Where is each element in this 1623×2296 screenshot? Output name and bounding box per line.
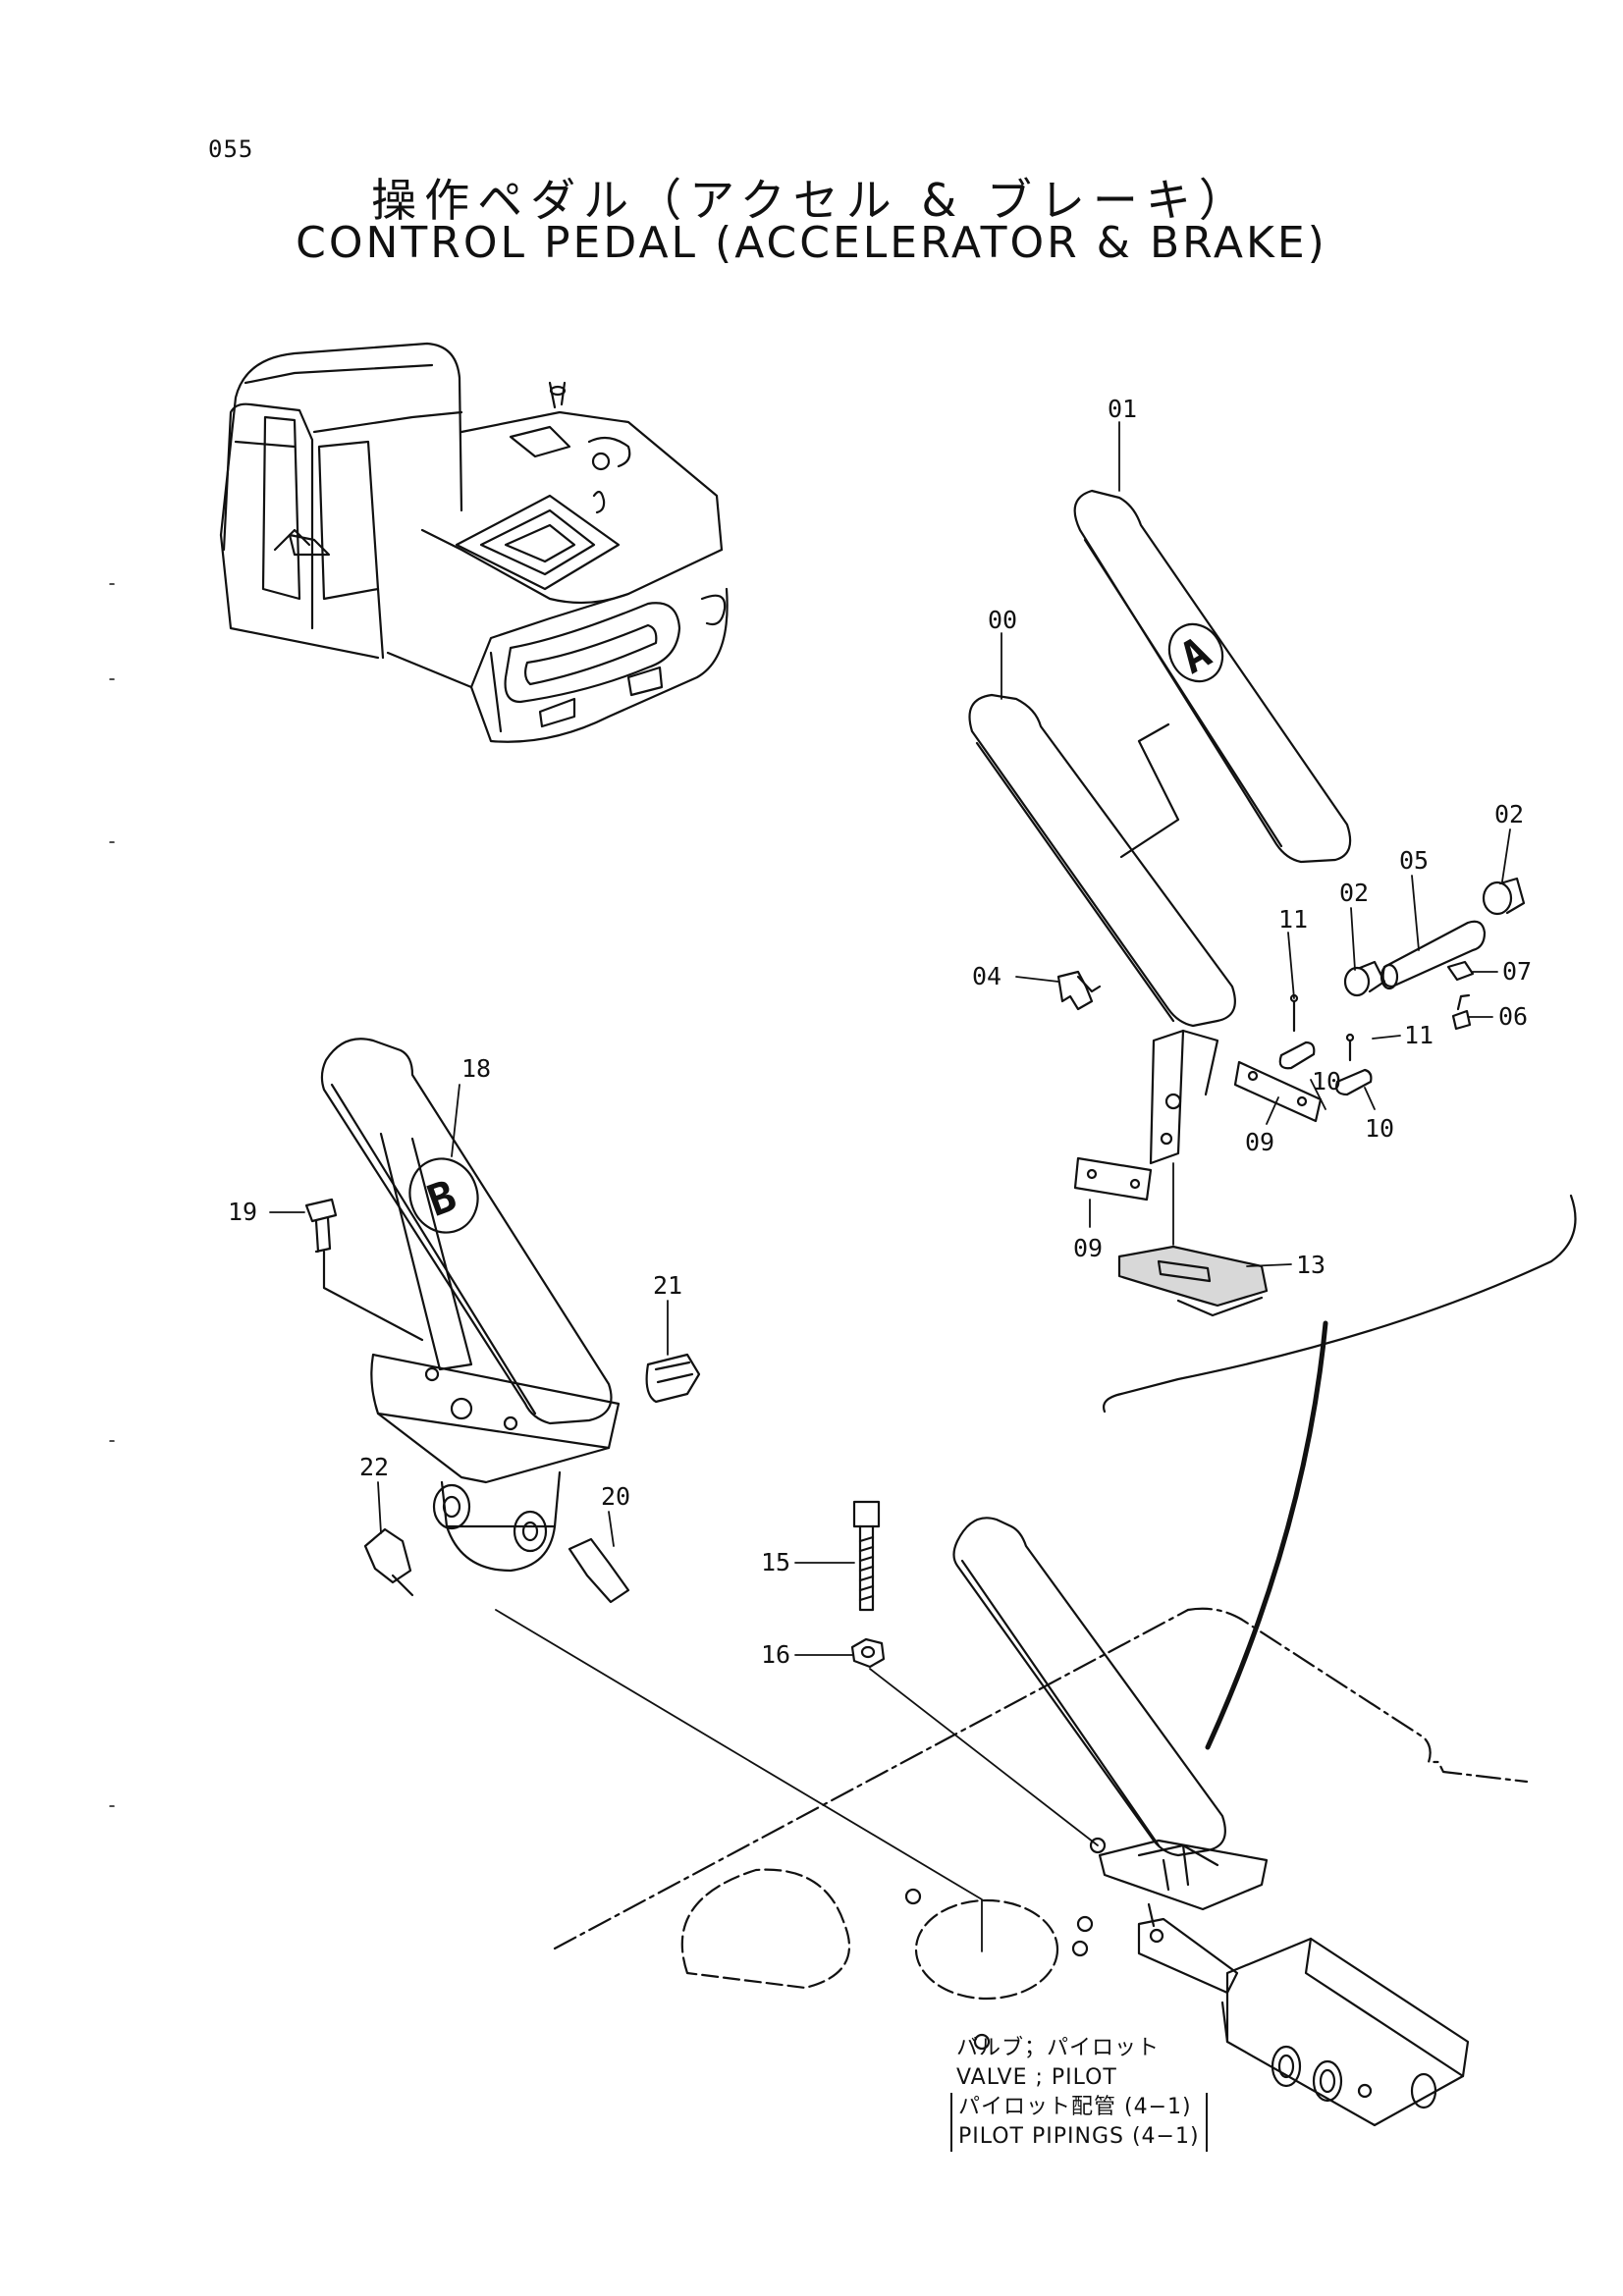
excavator-overview-illustration xyxy=(219,342,729,743)
callout-18: 18 xyxy=(461,1054,491,1083)
callout-10: 10 xyxy=(1312,1067,1341,1095)
callout-19: 19 xyxy=(228,1198,257,1226)
accelerator-mark: A xyxy=(1172,627,1219,683)
callout-20: 20 xyxy=(601,1482,630,1511)
callout-21: 21 xyxy=(653,1271,682,1300)
title-english: CONTROL PEDAL (ACCELERATOR & BRAKE) xyxy=(296,218,1327,268)
callout-09: 09 xyxy=(1245,1128,1274,1156)
callout-06: 06 xyxy=(1498,1002,1528,1031)
leader-lines xyxy=(269,421,1511,1952)
callout-02: 02 xyxy=(1339,879,1369,907)
callout-09: 09 xyxy=(1073,1234,1103,1262)
note-piping-jp: パイロット配管 (4−1) xyxy=(958,2095,1192,2119)
callout-16: 16 xyxy=(761,1640,790,1669)
page-number: 055 xyxy=(208,135,254,163)
note-piping-en: PILOT PIPINGS (4−1) xyxy=(958,2124,1200,2149)
callout-15: 15 xyxy=(761,1548,790,1576)
callout-11: 11 xyxy=(1278,905,1308,934)
brake-mark: B xyxy=(421,1171,462,1227)
title-japanese: 操作ペダル（アクセル & ブレーキ） xyxy=(371,174,1252,227)
callout-07: 07 xyxy=(1502,957,1532,986)
callout-labels: 01 00 04 02 02 05 11 11 07 06 10 10 09 0… xyxy=(228,395,1532,1669)
accelerator-pad-lower xyxy=(968,693,1236,1028)
accelerator-pedal-assembly xyxy=(968,489,1577,1414)
callout-04: 04 xyxy=(972,962,1001,990)
callout-01: 01 xyxy=(1108,395,1137,423)
callout-02: 02 xyxy=(1494,800,1524,828)
callout-00: 00 xyxy=(988,606,1017,634)
callout-10: 10 xyxy=(1365,1114,1394,1143)
callout-05: 05 xyxy=(1399,846,1429,875)
pilot-valve-note: バルブ；パイロット VALVE ; PILOT パイロット配管 (4−1) PI… xyxy=(950,2034,1208,2152)
margin-marks xyxy=(109,583,115,1807)
brake-pedal-assembly xyxy=(304,1038,701,1604)
accelerator-pad-upper xyxy=(1073,489,1352,864)
floor-and-pilot-valve xyxy=(553,1320,1529,2127)
callout-22: 22 xyxy=(359,1453,389,1481)
note-valve-jp: バルブ；パイロット xyxy=(956,2036,1161,2060)
note-piping-bracket: パイロット配管 (4−1) PILOT PIPINGS (4−1) xyxy=(950,2093,1208,2152)
callout-11: 11 xyxy=(1404,1021,1434,1049)
callout-13: 13 xyxy=(1296,1251,1325,1279)
note-valve-en: VALVE ; PILOT xyxy=(956,2065,1117,2090)
